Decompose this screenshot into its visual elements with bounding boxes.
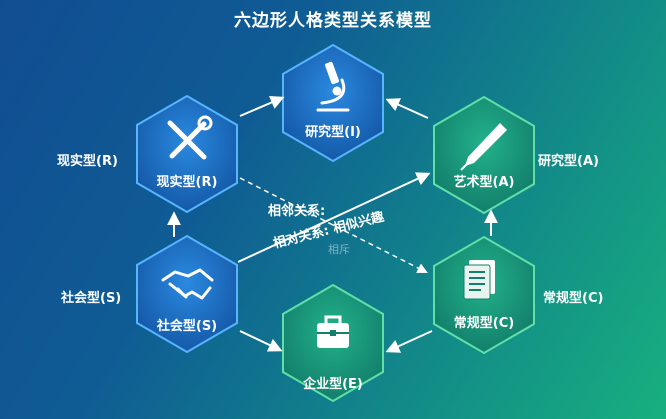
arrow-s-to-e [239, 330, 283, 352]
side-label-s: 社会型(S) [61, 291, 122, 306]
node-label-i: 研究型(I) [305, 125, 361, 140]
diagram-title: 六边形人格类型关系模型 [234, 11, 432, 31]
hexagon-realistic [136, 94, 238, 214]
relation-faded-label: 相斥 [328, 243, 350, 256]
side-label-r: 现实型(R) [57, 154, 118, 169]
relation-adjacent-label: 相邻关系: [268, 204, 326, 219]
arrow-r-to-i [239, 95, 285, 117]
arrow-s-to-a [237, 172, 431, 263]
node-label-c: 常规型(C) [453, 316, 515, 331]
briefcase-icon [317, 315, 349, 348]
document-icon [463, 260, 495, 300]
dashed-r-to-c [239, 177, 428, 273]
handshake-icon [161, 268, 214, 300]
node-label-a: 艺术型(A) [453, 175, 515, 190]
node-label-r: 现实型(R) [156, 175, 218, 190]
microscope-icon [316, 61, 350, 112]
pen-icon [460, 123, 507, 171]
side-label-a: 研究型(A) [538, 154, 599, 169]
arrow-a-to-i [385, 98, 429, 119]
hexagon-investigative [282, 43, 384, 163]
node-label-s: 社会型(S) [156, 319, 218, 334]
hexagon-artistic [433, 95, 535, 215]
node-label-e: 企业型(E) [303, 377, 363, 392]
arrow-c-to-e [385, 330, 433, 353]
tools-icon [167, 115, 213, 160]
side-label-c: 常规型(C) [543, 291, 604, 306]
